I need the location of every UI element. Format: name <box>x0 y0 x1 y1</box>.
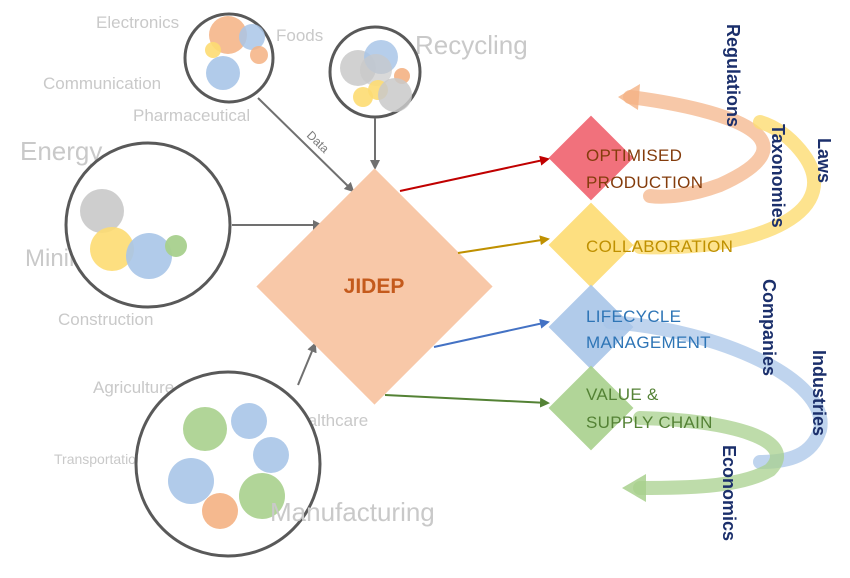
sector-foods: Foods <box>276 26 323 45</box>
lifecycle-management-diamond <box>548 284 634 370</box>
optimised-label-line1: OPTIMISED <box>586 146 682 165</box>
laws-band <box>633 115 821 255</box>
industries-band <box>603 315 828 469</box>
economics-band <box>633 411 784 495</box>
bubble <box>205 42 221 58</box>
arrow-top-left-to-hub <box>257 97 355 193</box>
sector-communication: Communication <box>43 74 161 93</box>
bubble <box>168 458 214 504</box>
regulations-band-arrowhead <box>618 84 640 110</box>
bubble <box>202 493 238 529</box>
collaboration-diamond <box>548 202 634 288</box>
jidep-hub-label: JIDEP <box>344 275 405 298</box>
cluster-manufacturing <box>134 370 322 558</box>
bubble <box>80 189 124 233</box>
dimension-industries: Industries <box>809 350 829 436</box>
bubble <box>183 407 227 451</box>
bubble <box>353 87 373 107</box>
collaboration-label: COLLABORATION <box>586 237 733 256</box>
sector-electronics: Electronics <box>96 13 179 32</box>
bubble <box>165 235 187 257</box>
bubble <box>360 54 392 86</box>
bubble <box>126 233 172 279</box>
arrow-hub-to-optimised <box>399 155 550 192</box>
sector-construction: Construction <box>58 310 153 329</box>
bubble <box>239 24 265 50</box>
optimised-label-line2: PRODUCTION <box>586 173 703 192</box>
value-supply-chain-diamond <box>548 365 634 451</box>
bubble <box>239 473 285 519</box>
sector-manufacturing: Manufacturing <box>270 497 435 527</box>
dimension-regulations: Regulations <box>723 24 743 127</box>
arrow-manufacturing-to-hub <box>297 342 317 386</box>
data-edge-label: Data <box>304 128 332 156</box>
bubble <box>90 227 134 271</box>
bubble <box>250 46 268 64</box>
sector-transportation: Transportation <box>54 451 144 467</box>
bubble <box>231 403 267 439</box>
regulations-band <box>623 90 771 204</box>
bubble <box>378 78 412 112</box>
sector-energy: Energy <box>20 136 102 166</box>
dimension-taxonomies: Taxonomies <box>768 124 788 228</box>
dimension-laws: Laws <box>814 138 834 183</box>
sector-pharmaceutical: Pharmaceutical <box>133 106 250 125</box>
dimension-economics: Economics <box>719 445 739 541</box>
optimised-production-diamond <box>548 115 634 201</box>
economics-band-arrowhead <box>622 474 646 502</box>
value-label-line2: SUPPLY CHAIN <box>586 413 713 432</box>
dimension-companies: Companies <box>759 279 779 376</box>
jidep-hub <box>256 168 493 405</box>
arrow-hub-to-collaboration <box>457 235 550 254</box>
lifecycle-label-line2: MANAGEMENT <box>586 333 711 352</box>
bubble <box>206 56 240 90</box>
lifecycle-label-line1: LIFECYCLE <box>586 307 681 326</box>
sector-agriculture: Agriculture <box>93 378 174 397</box>
arrow-hub-to-lifecycle <box>433 318 550 348</box>
bubble <box>253 437 289 473</box>
value-label-line1: VALUE & <box>586 385 659 404</box>
arrow-hub-to-value <box>384 394 550 408</box>
sector-recycling: Recycling <box>415 30 528 60</box>
